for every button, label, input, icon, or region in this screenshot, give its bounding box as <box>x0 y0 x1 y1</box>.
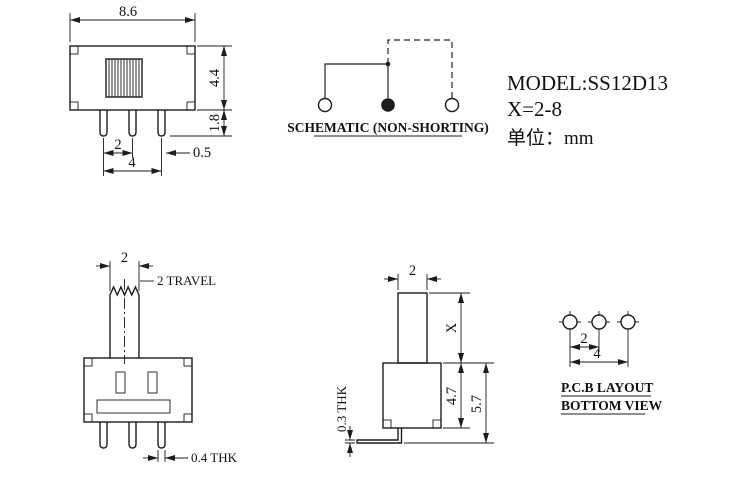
pcb-hole-1 <box>562 314 578 330</box>
pcb-layout-view: 2 4 P.C.B LAYOUT BOTTOM VIEW <box>559 311 663 415</box>
corner-tab <box>69 45 79 55</box>
dim-hole-pitch: 2 <box>580 331 587 347</box>
dim-pin-span: 4 <box>128 155 136 171</box>
dim-body-height: 4.4 <box>207 68 223 87</box>
dim-knob-width: 2 <box>121 250 128 266</box>
schematic-wire-solid <box>324 63 389 98</box>
pcb-hole-3 <box>620 314 636 330</box>
pin-3 <box>157 422 166 449</box>
dim-travel: 2 TRAVEL <box>157 273 216 288</box>
body-slot <box>96 399 171 414</box>
dim-hole-span: 4 <box>593 346 601 362</box>
pin-2 <box>128 110 137 137</box>
corner-tab <box>432 419 442 429</box>
actuator <box>397 292 428 364</box>
travel-view-dimension-lines <box>96 261 188 462</box>
knob-serrations <box>108 59 140 97</box>
x-range: X=2-8 <box>507 97 562 121</box>
dim-body-width: 8.6 <box>119 4 137 20</box>
switch-body <box>382 362 442 429</box>
dim-knob-height: X <box>444 322 460 333</box>
bent-pin <box>356 428 403 444</box>
terminal-3 <box>444 97 460 113</box>
front-view-dimension-lines <box>69 13 232 176</box>
dim-pin-thickness: 0.3 THK <box>334 385 349 432</box>
terminal-1 <box>317 97 333 113</box>
pcb-caption-line2: BOTTOM VIEW <box>561 398 663 413</box>
dim-pin-pitch: 2 <box>114 137 121 153</box>
pin-1 <box>99 110 108 137</box>
dim-overall-height: 5.7 <box>469 395 485 413</box>
body-opening <box>115 371 126 394</box>
terminal-common <box>381 98 395 112</box>
pcb-caption-line1: P.C.B LAYOUT <box>561 380 653 395</box>
side-view: 2 X 4.7 5.7 0.3 THK <box>334 263 494 457</box>
schematic-view: SCHEMATIC (NON-SHORTING) <box>287 39 489 137</box>
corner-tab <box>83 413 93 423</box>
body-opening <box>147 371 158 394</box>
schematic-caption: SCHEMATIC (NON-SHORTING) <box>287 120 488 135</box>
pin-1 <box>99 422 108 449</box>
dim-body-height: 4.7 <box>444 387 460 405</box>
junction-dot <box>385 61 391 67</box>
pcb-hole-2 <box>591 314 607 330</box>
schematic-wire-dashed <box>387 39 453 98</box>
switch-body <box>69 45 196 111</box>
pcb-dimension-lines <box>569 333 629 367</box>
pin-2 <box>128 422 137 449</box>
corner-tab <box>186 101 196 111</box>
switch-body <box>83 357 193 423</box>
dim-knob-width: 2 <box>409 263 416 279</box>
travel-view: 2 2 TRAVEL 0.4 THK <box>83 250 238 465</box>
corner-tab <box>183 357 193 367</box>
front-view: 8.6 4.4 1.8 2 0.5 4 <box>69 4 232 176</box>
corner-tab <box>83 357 93 367</box>
model-number: MODEL:SS12D13 <box>507 71 668 95</box>
unit-label: 单位：mm <box>507 127 594 149</box>
title-block: MODEL:SS12D13 X=2-8 单位：mm <box>507 71 668 149</box>
side-view-dimension-lines <box>345 274 494 457</box>
corner-tab <box>382 419 392 429</box>
dim-pin-width: 0.5 <box>193 145 211 161</box>
corner-tab <box>183 413 193 423</box>
corner-tab <box>69 101 79 111</box>
dim-pin-length: 1.8 <box>207 114 223 132</box>
pin-3 <box>157 110 166 137</box>
dim-pin-thickness: 0.4 THK <box>191 450 238 465</box>
corner-tab <box>186 45 196 55</box>
